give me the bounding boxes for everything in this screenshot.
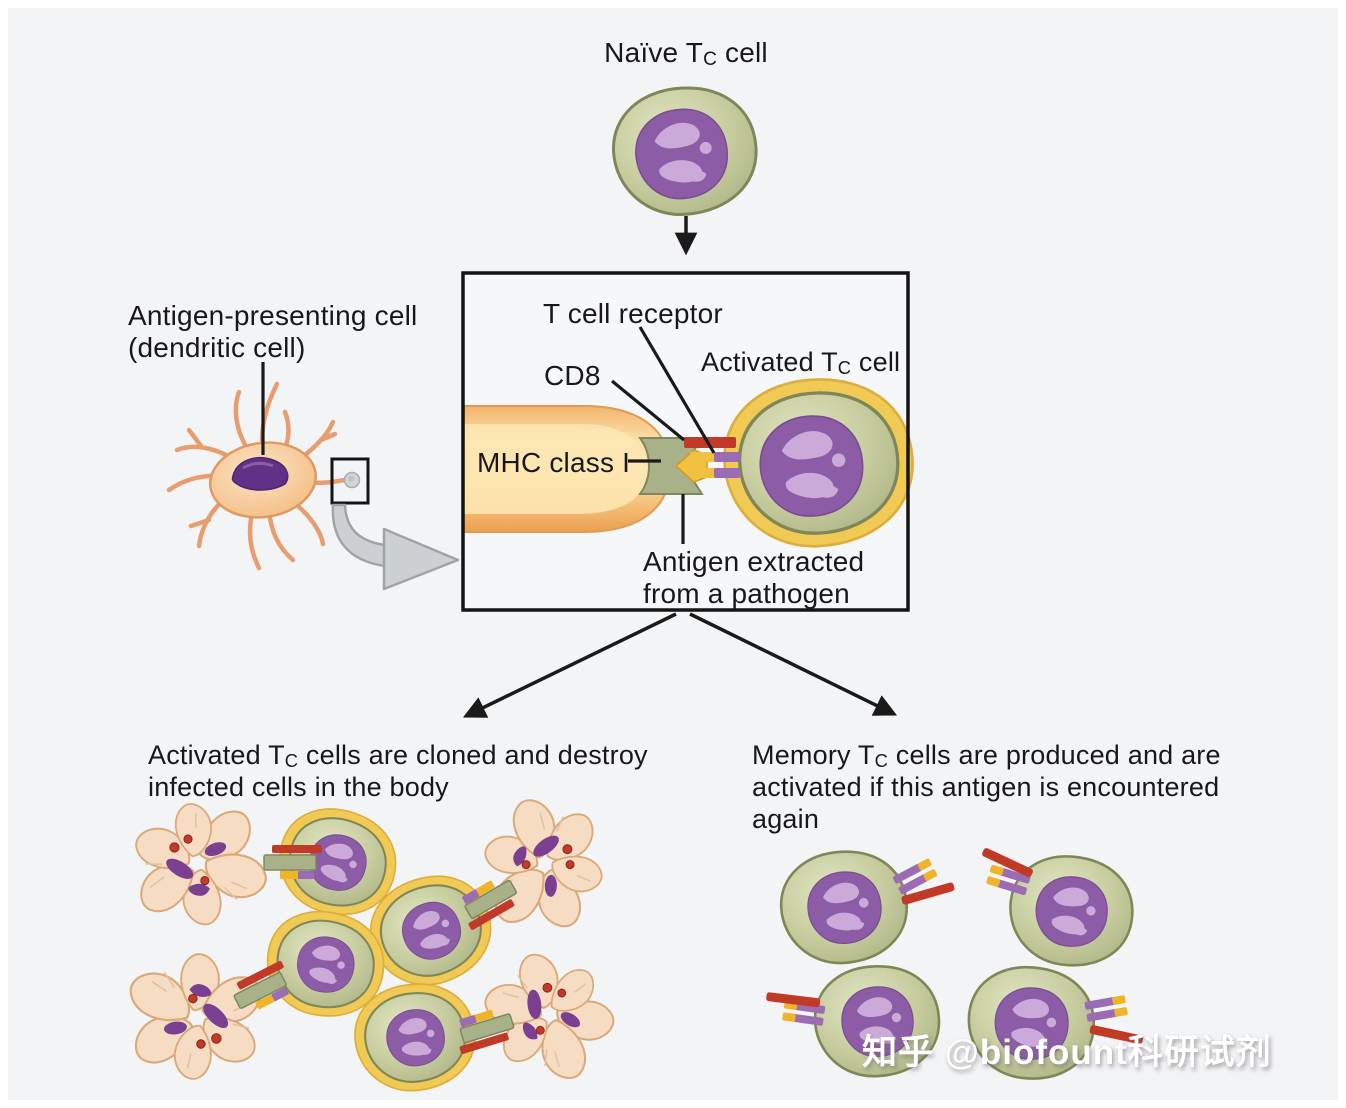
activated-tc-label: Activated TC cell xyxy=(701,347,901,379)
dying-infected-cell xyxy=(120,792,282,937)
memory-tc-cell xyxy=(774,844,914,971)
dying-infected-cell xyxy=(101,929,286,1102)
apc-dendritic-cell xyxy=(166,381,347,571)
mhc-class-i-label: MHC class I xyxy=(477,447,631,478)
antigen-label: Antigen extracted from a pathogen xyxy=(643,546,865,609)
t-cell-receptor xyxy=(690,452,740,478)
naive-tc-cell xyxy=(606,79,764,223)
label-pointer-lines xyxy=(610,326,716,544)
watermark: 知乎 @biofount科研试剂 xyxy=(862,1033,1272,1072)
outcome-left-text: Activated TC cells are cloned and destro… xyxy=(148,740,648,802)
interaction-box-border xyxy=(461,271,910,612)
magnified-region-box xyxy=(330,457,370,505)
outcome-right-text: Memory TC cells are produced and are act… xyxy=(752,740,1221,834)
mhc-capsule xyxy=(463,405,672,533)
naive-tc-label: Naïve TC cell xyxy=(604,37,768,71)
cd8-co-receptor xyxy=(684,437,736,448)
tcr-label: T cell receptor xyxy=(543,298,723,329)
zoom-arrow-icon xyxy=(331,503,460,591)
immune-synapse xyxy=(263,844,323,880)
cd8-label: CD8 xyxy=(544,360,601,391)
branch-arrows-icon xyxy=(462,612,898,718)
apc-label: Antigen-presenting cell (dendritic cell) xyxy=(128,300,418,364)
